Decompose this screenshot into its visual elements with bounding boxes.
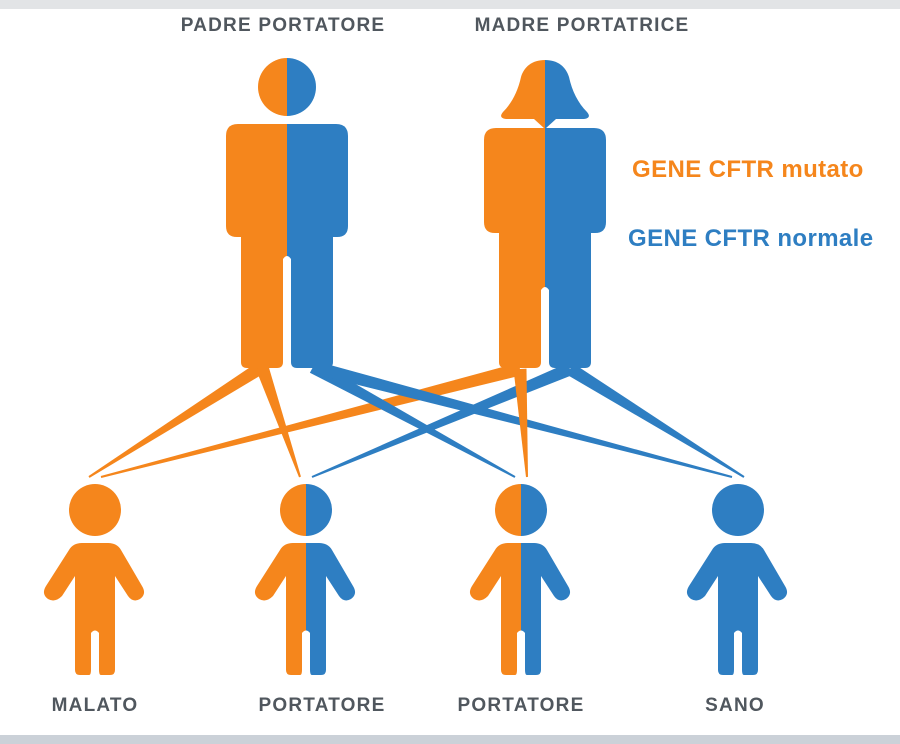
inheritance-line-mother-mutated-child-1	[100, 362, 522, 478]
child-2-figure	[254, 484, 356, 675]
inheritance-line-mother-normal-child-4	[566, 363, 745, 478]
inheritance-line-father-mutated-child-1	[88, 361, 266, 478]
bottom-border-band	[0, 735, 900, 744]
child-4-figure	[686, 484, 788, 675]
top-border-band	[0, 0, 900, 9]
mother-figure	[484, 60, 606, 368]
legend-gene-normal: GENE CFTR normale	[628, 225, 874, 252]
inheritance-line-mother-mutated-child-3	[513, 368, 528, 478]
child-1-figure	[43, 484, 145, 675]
inheritance-line-mother-normal-child-2	[311, 363, 573, 478]
child-2-label: PORTATORE	[258, 695, 386, 716]
child-1-label: MALATO	[51, 695, 139, 716]
father-figure	[226, 58, 348, 368]
inheritance-line-father-mutated-child-2	[255, 364, 301, 478]
father-label: PADRE PORTATORE	[180, 15, 386, 36]
legend-gene-mutated: GENE CFTR mutato	[632, 156, 864, 183]
child-4-label: SANO	[705, 695, 765, 716]
mother-label: MADRE PORTATRICE	[474, 15, 690, 36]
child-3-figure	[469, 484, 571, 675]
inheritance-line-father-normal-child-3	[309, 361, 516, 478]
child-3-label: PORTATORE	[457, 695, 585, 716]
